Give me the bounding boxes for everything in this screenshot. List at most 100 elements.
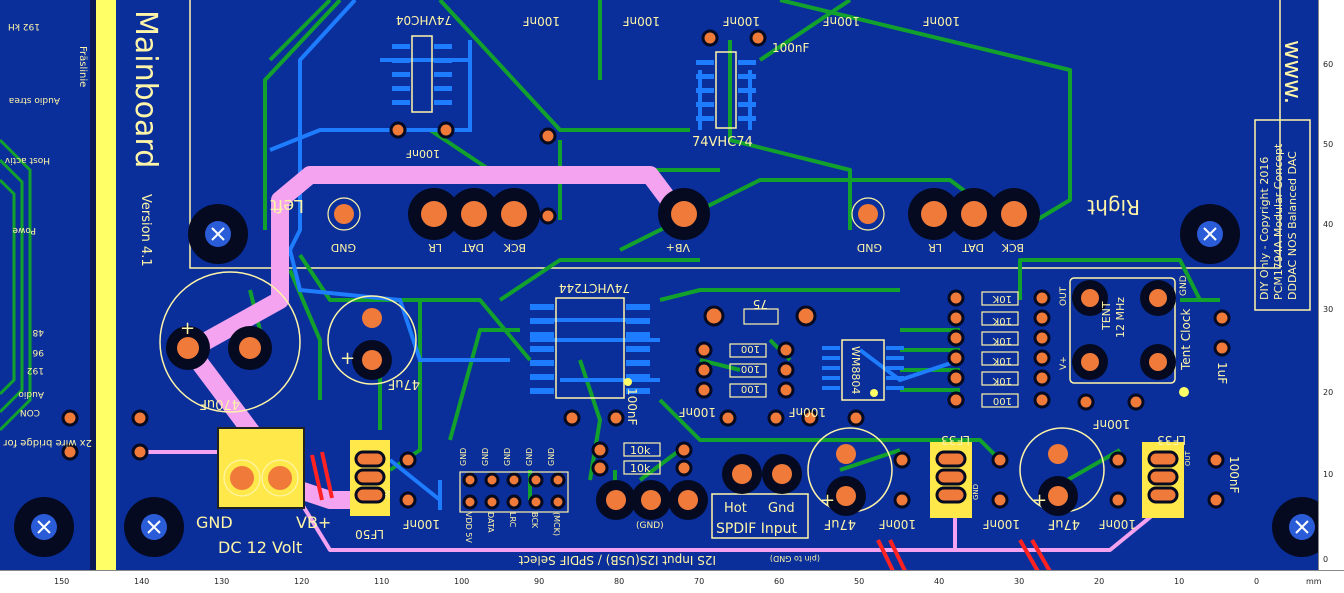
- ic-74vhc04-label: 74VHC04: [396, 13, 452, 27]
- board-title: Mainboard: [128, 10, 163, 168]
- cap-lf33a-label: 100nF: [982, 517, 1020, 531]
- ic-74vhc74-label: 74VHC74: [692, 135, 753, 150]
- tent-label-1: TENT: [1100, 301, 1113, 331]
- board-edge-strip: [96, 0, 116, 570]
- polarity-marks: + + + +: [180, 318, 1047, 511]
- cap-47uf-b-label: 47uF: [824, 516, 856, 531]
- ic-bodies: [411, 35, 885, 401]
- edge-text-2: Audio strea: [9, 95, 60, 105]
- resistor-100-2: 100: [741, 363, 760, 374]
- left-section-label: Left: [270, 195, 304, 216]
- reg-lf33b-label: LF33: [1157, 433, 1186, 447]
- select-small-label: (pin to GND): [770, 554, 820, 563]
- ruler-tick: 10: [1323, 470, 1334, 479]
- left-pin-dat: DAT: [462, 241, 484, 254]
- ruler-tick: 50: [854, 577, 865, 586]
- mounting-holes: [14, 204, 1332, 557]
- left-pin-lr: LR: [428, 241, 442, 254]
- cap-lf50-label: 100nF: [402, 517, 440, 531]
- large-pads: [166, 188, 1176, 520]
- edge-text-5: 48: [32, 327, 44, 337]
- pin-markers: [624, 378, 1189, 397]
- ruler-tick: 130: [214, 577, 230, 586]
- header-gnd-2: GND: [481, 448, 490, 466]
- ic-pins: [392, 44, 904, 394]
- tent-vplus-label: V+: [1059, 356, 1069, 370]
- copyright-line-1: DIY Only - Copyright 2016: [1258, 157, 1271, 300]
- edge-text-4: Powe: [12, 225, 36, 235]
- edge-text-7: 192: [27, 365, 44, 375]
- edge-text-8: Audio: [18, 389, 44, 399]
- svg-text:+: +: [180, 318, 195, 339]
- ruler-tick: 150: [54, 577, 70, 586]
- resistor-sel-1: 10k: [630, 444, 651, 457]
- spdif-hot-label: Hot: [724, 501, 747, 516]
- resistor-wm-6: 10K: [992, 293, 1012, 304]
- left-edge-traces: [0, 138, 32, 432]
- terminal-block: [217, 427, 305, 509]
- version-label: Version 4.1: [138, 194, 153, 267]
- reg-pin-in: IN: [384, 491, 392, 498]
- resistor-100-1: 100: [741, 383, 760, 394]
- spdif-gnd-small: (GND): [636, 521, 664, 531]
- edge-text-3: Host activ: [4, 155, 50, 165]
- edge-text-10: 2x wire bridge for: [2, 437, 92, 448]
- ruler-tick: 120: [294, 577, 310, 586]
- svg-text:+: +: [820, 490, 835, 511]
- edge-text-6: 96: [32, 347, 44, 357]
- ruler-tick: 20: [1094, 577, 1105, 586]
- ruler-tick: 90: [534, 577, 545, 586]
- vertical-ruler[interactable]: 60 50 40 30 20 10 0: [1318, 0, 1344, 570]
- tent-out-label: OUT: [1059, 286, 1069, 306]
- horizontal-ruler[interactable]: 150 140 130 120 110 100 90 80 70 60 50 4…: [0, 570, 1344, 593]
- edge-text-9: CON: [20, 407, 40, 417]
- left-pin-vbplus: VB+: [666, 241, 690, 254]
- resistor-outlines: [459, 291, 1019, 513]
- www-label: www.: [1279, 40, 1307, 104]
- ruler-tick: 70: [694, 577, 705, 586]
- reg-lf50-label: LF50: [355, 527, 384, 541]
- top-cap-2: 100nF: [622, 14, 660, 28]
- copyright-line-2: PCM1794A Modular Concept: [1272, 143, 1285, 300]
- left-pin-bck: BCK: [503, 241, 526, 254]
- ruler-tick: 0: [1323, 555, 1329, 564]
- ruler-tick: 40: [934, 577, 945, 586]
- cap-244-label: 100nF: [625, 388, 639, 426]
- svg-text:+: +: [340, 348, 355, 369]
- power-vbplus-label: VB+: [296, 513, 331, 532]
- cap-47uf-a-label: 47uF: [388, 376, 420, 391]
- cap-wm-label: 100nF: [678, 405, 716, 419]
- resistor-100-3: 100: [741, 343, 760, 354]
- ruler-tick: 0: [1254, 577, 1260, 586]
- ruler-tick: 110: [374, 577, 390, 586]
- tent-clock-label: Tent Clock: [1179, 309, 1193, 371]
- fraslinie-label: Fräslinie: [77, 46, 88, 87]
- svg-text:+: +: [1032, 490, 1047, 511]
- cap-47uf-c-label: 47uF: [1048, 516, 1080, 531]
- resistor-sel-2: 10k: [630, 462, 651, 475]
- cap-lf33b-label: 100nF: [1098, 517, 1136, 531]
- header-vdd: VDD 5V: [464, 512, 473, 543]
- header-gnd-1: GND: [459, 448, 468, 466]
- tent-label-2: 12 MHz: [1114, 297, 1127, 338]
- resistor-wm-4: 10K: [992, 335, 1012, 346]
- cap-wm2-label: 100nF: [788, 405, 826, 419]
- header-gnd-3: GND: [503, 448, 512, 466]
- ruler-tick: 30: [1323, 305, 1334, 314]
- power-gnd-label: GND: [196, 513, 233, 532]
- ruler-tick: 60: [1323, 60, 1334, 69]
- resistor-wm-5: 10K: [992, 315, 1012, 326]
- right-pin-dat: DAT: [962, 241, 984, 254]
- cap-tent-label: 100nF: [1092, 417, 1130, 431]
- top-cap-1: 100nF: [522, 14, 560, 28]
- cap-74vhc04-label: 100nF: [406, 147, 440, 160]
- ruler-unit: mm: [1306, 577, 1322, 586]
- reg-lf33a-label: LF33: [941, 433, 970, 447]
- ruler-tick: 40: [1323, 220, 1334, 229]
- spdif-input-label: SPDIF Input: [716, 521, 798, 537]
- right-pin-lr: LR: [928, 241, 942, 254]
- edge-text-1: 192 kH: [8, 21, 40, 31]
- reg-pin-gnd: GND: [972, 484, 980, 500]
